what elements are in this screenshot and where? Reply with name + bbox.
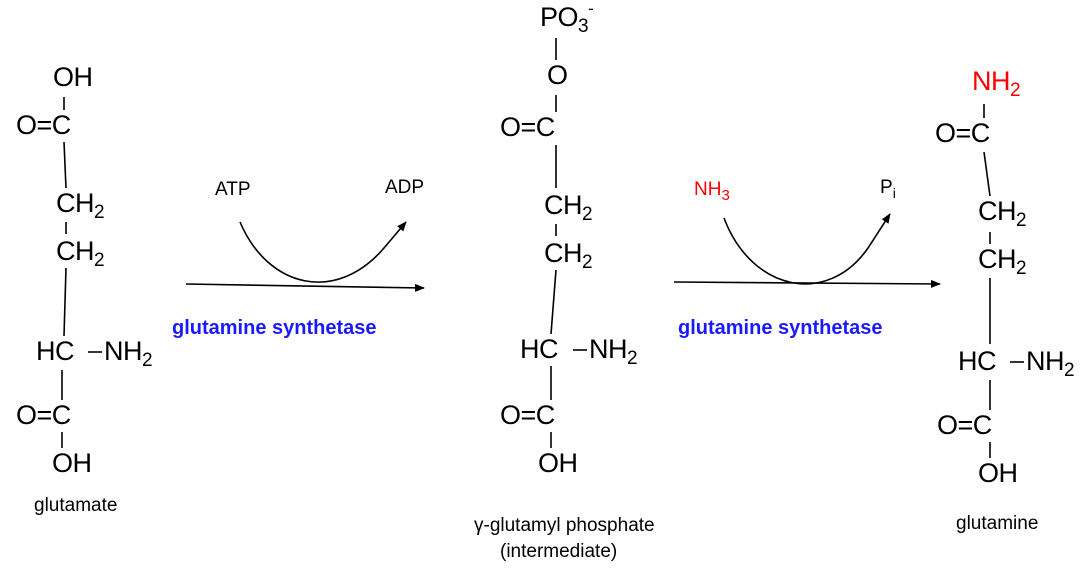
reaction1-adp: ADP xyxy=(385,177,425,198)
glutamine-amide-group: NH2 xyxy=(972,66,1021,101)
intermediate-phosphate: PO3- xyxy=(540,0,594,37)
glutamine-alpha-carbon: HC xyxy=(958,346,997,376)
intermediate-carboxyl: O=C xyxy=(500,400,555,430)
intermediate-alpha-amine: NH2 xyxy=(589,334,638,369)
glutamate-carboxyl: O=C xyxy=(16,400,71,430)
intermediate-caption-line2: (intermediate) xyxy=(500,541,618,562)
intermediate-caption-line1: γ-glutamyl phosphate xyxy=(474,515,655,536)
reaction1-enzyme-label: glutamine synthetase xyxy=(172,317,377,339)
intermediate-alpha-carbon: HC xyxy=(520,334,559,364)
glutamate-oh-bottom: OH xyxy=(52,448,92,478)
glutamate-alpha-amine: NH2 xyxy=(104,336,153,371)
glutamate-caption: glutamate xyxy=(34,495,118,516)
glutamine-caption: glutamine xyxy=(956,513,1039,534)
intermediate-carbonyl: O=C xyxy=(500,112,555,142)
intermediate-bond-ch2-hc xyxy=(550,269,557,335)
glutamine-carboxyl: O=C xyxy=(937,410,992,440)
reaction2-enzyme-label: glutamine synthetase xyxy=(678,317,883,339)
intermediate-ch2-b: CH2 xyxy=(544,238,593,273)
glutamate-bond-c-ch2 xyxy=(63,141,67,189)
intermediate-ester-oxygen: O xyxy=(547,60,568,90)
intermediate-ch2-a: CH2 xyxy=(544,190,593,225)
reaction2-ammonia: NH3 xyxy=(694,179,730,204)
intermediate-oh-bottom: OH xyxy=(538,448,578,478)
glutamine-bond-c-ch2 xyxy=(983,151,991,197)
glutamine-ch2-b: CH2 xyxy=(978,244,1027,279)
reaction1-atp: ATP xyxy=(215,179,251,200)
glutamate-oh-top: OH xyxy=(53,62,93,92)
glutamate-bond-ch2-hc xyxy=(63,267,67,337)
reaction1-cofactor-arc xyxy=(239,221,407,283)
reaction1-main-arrow xyxy=(185,283,425,292)
reaction2-main-arrow xyxy=(673,279,941,288)
reaction2-ammonia-arc xyxy=(723,213,891,285)
glutamine-carbonyl: O=C xyxy=(935,118,990,148)
glutamate-ch2-b: CH2 xyxy=(56,236,105,271)
glutamate-carbonyl: O=C xyxy=(16,110,71,140)
reaction2-phosphate: Pi xyxy=(880,177,896,201)
glutamine-ch2-a: CH2 xyxy=(978,196,1027,231)
glutamate-ch2-a: CH2 xyxy=(56,188,105,223)
glutamine-oh-bottom: OH xyxy=(978,458,1018,488)
glutamine-alpha-amine: NH2 xyxy=(1026,346,1075,381)
glutamate-alpha-carbon: HC xyxy=(36,336,75,366)
